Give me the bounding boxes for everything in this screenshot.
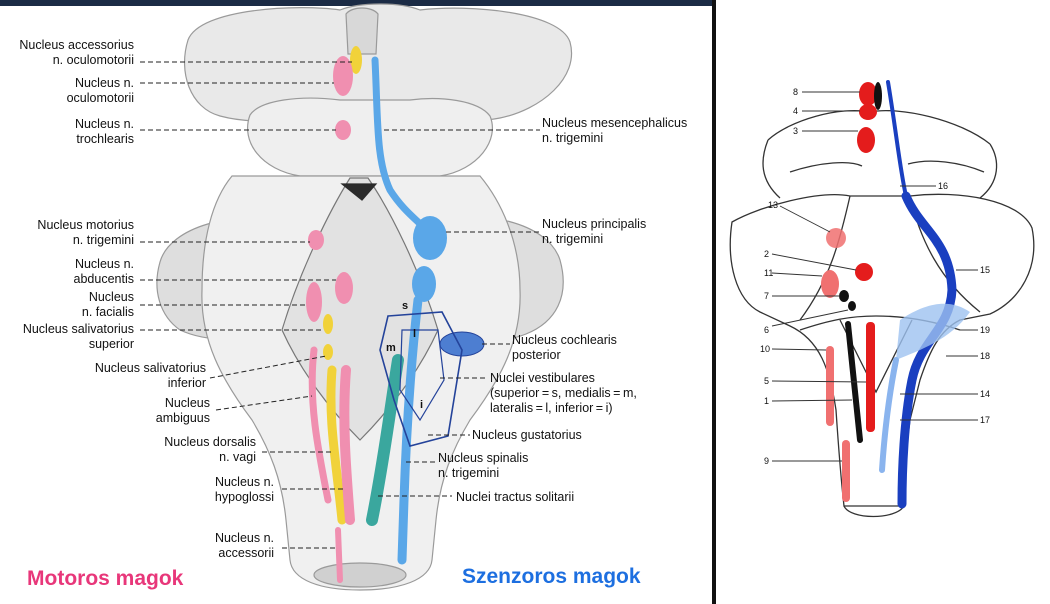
schematic-nucleus-18	[896, 303, 970, 360]
nuclei-vestibulares-outline	[379, 311, 463, 447]
nucleus-dorsalis-vagi	[326, 365, 347, 525]
nucleus-principalis-trigemini	[413, 216, 447, 260]
nucleus-oculomotorii	[333, 56, 353, 96]
nucleus-ambiguus	[308, 346, 332, 504]
schematic-nucleus-4	[859, 104, 877, 120]
schematic-nucleus-2	[855, 263, 873, 281]
label-solitarii: Nuclei tractus solitarii	[456, 490, 574, 504]
schematic-sensory-nuclei	[879, 80, 970, 509]
number-15: 15	[980, 265, 990, 275]
motor-nuclei	[306, 46, 362, 583]
label-gustatorius: Nucleus gustatorius	[472, 428, 582, 442]
label-hypoglossi: Nucleus n.hypoglossi	[215, 475, 274, 504]
number-8: 8	[793, 87, 798, 97]
schematic-nucleus-3	[857, 127, 875, 153]
number-5: 5	[764, 376, 769, 386]
sensory-nuclei	[366, 56, 485, 565]
nucleus-motorius-trigemini	[308, 230, 324, 250]
nuclei-vestibulares-inner	[399, 329, 445, 422]
schematic-black-top	[874, 82, 882, 110]
schematic-nucleus-8	[859, 82, 877, 106]
caption-motor: Motoros magok	[27, 567, 184, 590]
label-vestibulares: Nuclei vestibulares(superior = s, medial…	[490, 371, 637, 415]
letter-l: l	[413, 328, 416, 340]
letter-m: m	[386, 342, 396, 354]
schematic-motor-nuclei	[821, 82, 877, 502]
nucleus-principalis-lower	[412, 266, 436, 302]
nucleus-accessorii	[335, 527, 343, 583]
number-3: 3	[793, 126, 798, 136]
nucleus-facialis	[306, 282, 322, 322]
number-18: 18	[980, 351, 990, 361]
number-14: 14	[980, 389, 990, 399]
nucleus-trochlearis	[335, 120, 351, 140]
number-1: 1	[764, 396, 769, 406]
number-7: 7	[764, 291, 769, 301]
schematic-nucleus-6	[848, 301, 856, 311]
schematic-nucleus-11	[821, 270, 839, 298]
schematic-nucleus-16	[886, 80, 908, 198]
nucleus-accessorius-oculomotorii	[350, 46, 362, 74]
nucleus-salivatorius-superior	[323, 314, 333, 334]
caption-sensory: Szenzoros magok	[462, 565, 641, 588]
number-10: 10	[760, 344, 770, 354]
number-6: 6	[764, 325, 769, 335]
number-17: 17	[980, 415, 990, 425]
number-9: 9	[764, 456, 769, 466]
label-accessorii: Nucleus n.accessorii	[215, 531, 274, 560]
schematic-nucleus-17	[879, 357, 899, 473]
schematic-nucleus-10	[826, 346, 834, 426]
label-trochlearis: Nucleus n.trochlearis	[75, 117, 134, 146]
schematic-leader-lines	[771, 91, 978, 462]
letter-i: i	[420, 399, 423, 411]
label-abducentis: Nucleus n.abducentis	[74, 257, 134, 286]
panel-divider	[712, 0, 716, 604]
top-strip	[0, 0, 712, 6]
nucleus-salivatorius-inferior	[323, 344, 333, 360]
number-11: 11	[764, 268, 773, 278]
right-panel: 8 4 3 16 13 2 15 11 7 6 19 10 18 5 14 1 …	[729, 80, 1035, 518]
nuclei-tractus-solitarii	[366, 354, 404, 526]
number-19: 19	[980, 325, 990, 335]
nucleus-mesencephalicus-trigemini	[371, 56, 432, 236]
number-16: 16	[938, 181, 948, 191]
schematic-nucleus-9	[842, 440, 850, 502]
nucleus-spinalis-trigemini	[397, 295, 423, 565]
number-4: 4	[793, 106, 798, 116]
schematic-nucleus-13	[826, 228, 846, 248]
nucleus-abducentis	[335, 272, 353, 304]
leader-lines	[140, 61, 540, 549]
number-2: 2	[764, 249, 769, 259]
schematic-nucleus-7	[839, 290, 849, 302]
letter-s: s	[402, 300, 408, 312]
label-oculomotorii: Nucleus n.oculomotorii	[67, 76, 134, 105]
schematic-nucleus-5	[866, 322, 875, 432]
vestibular-letters: s l m i	[386, 300, 423, 411]
schematic-numbers: 8 4 3 16 13 2 15 11 7 6 19 10 18 5 14 1 …	[760, 87, 990, 466]
nucleus-hypoglossi	[339, 365, 355, 525]
number-13: 13	[768, 200, 778, 210]
